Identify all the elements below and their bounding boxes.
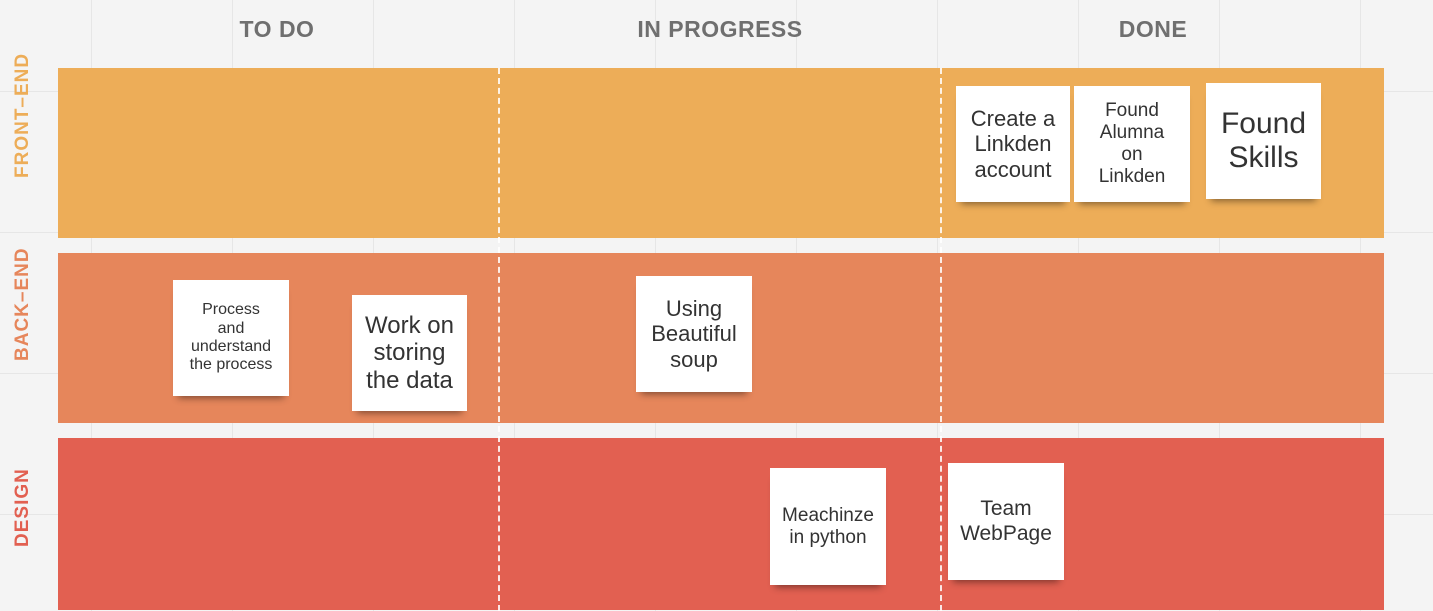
sticky-note-text: Found Alumna on Linkden — [1098, 100, 1166, 187]
sticky-note-using-beautiful-soup[interactable]: Using Beautiful soup — [636, 276, 752, 392]
lane-label-back-end: BACK–END — [12, 247, 33, 361]
lane-label-design: DESIGN — [12, 468, 33, 547]
column-header-in-progress: IN PROGRESS — [637, 16, 803, 42]
sticky-note-create-linkden[interactable]: Create a Linkden account — [956, 86, 1070, 202]
sticky-note-meachinze-python[interactable]: Meachinze in python — [770, 468, 886, 585]
column-divider-in-progress-done — [940, 68, 942, 611]
lane-design[interactable] — [58, 438, 1384, 610]
sticky-note-team-webpage[interactable]: Team WebPage — [948, 463, 1064, 580]
sticky-note-text: Team WebPage — [960, 497, 1052, 545]
column-header-todo: TO DO — [239, 16, 315, 42]
sticky-note-text: Work on storing the data — [365, 311, 454, 394]
sticky-note-text: Create a Linkden account — [970, 106, 1056, 182]
sticky-note-found-alumna[interactable]: Found Alumna on Linkden — [1074, 86, 1190, 202]
sticky-note-text: Found Skills — [1220, 106, 1307, 175]
sticky-note-found-skills[interactable]: Found Skills — [1206, 83, 1321, 199]
column-divider-todo-in-progress — [498, 68, 500, 611]
sticky-note-text: Using Beautiful soup — [651, 296, 737, 372]
sticky-note-process-understand[interactable]: Process and understand the process — [173, 280, 289, 396]
sticky-note-text: Process and understand the process — [189, 301, 273, 374]
column-header-done: DONE — [1118, 16, 1188, 42]
sticky-note-work-on-storing[interactable]: Work on storing the data — [352, 295, 467, 411]
lane-label-front-end: FRONT–END — [12, 52, 33, 178]
sticky-note-text: Meachinze in python — [782, 504, 874, 548]
